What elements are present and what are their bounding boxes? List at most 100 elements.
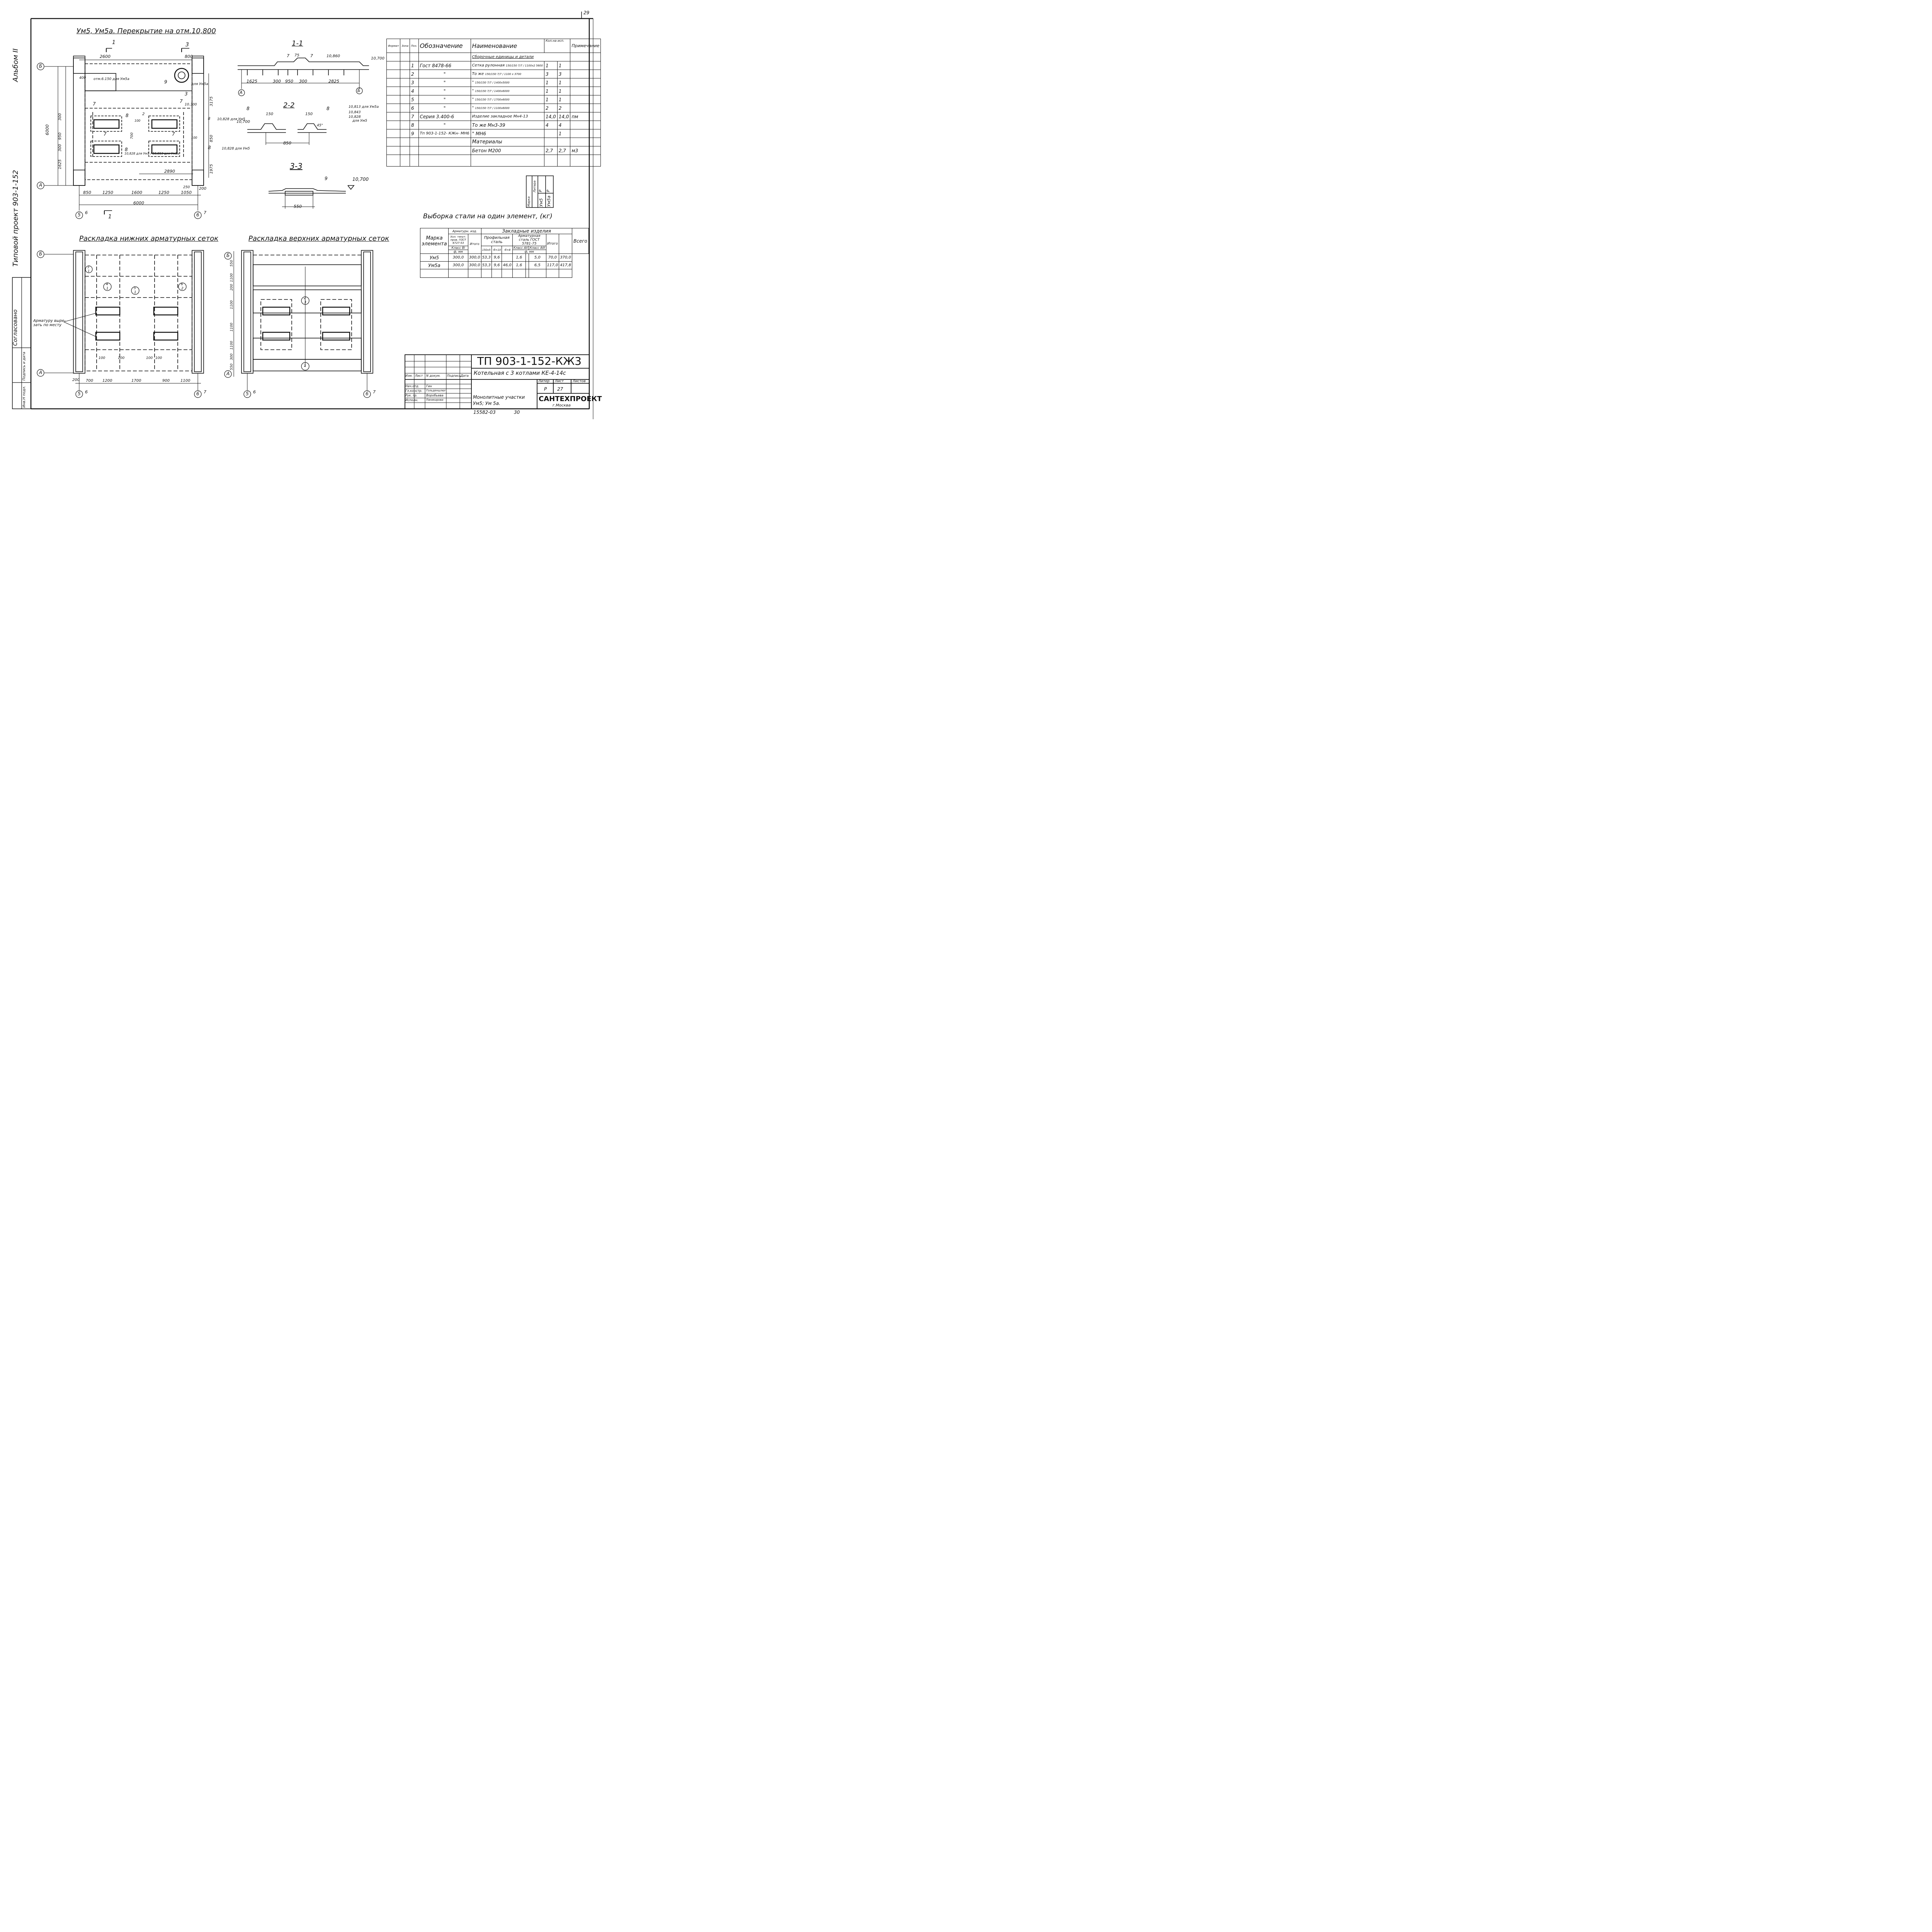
steel-head-total: Всего	[571, 228, 589, 254]
plan-axis-6: 6	[196, 212, 199, 218]
steel-table: Марка элемента Арматурн. изд. Закладные …	[420, 228, 589, 278]
um-bubble-2-sub: 3	[304, 301, 306, 304]
spec-head-format: Формат	[386, 39, 401, 53]
lower-mesh-title: Раскладка нижних арматурных сеток	[79, 235, 219, 243]
lm-bubble-5-sub: 1	[134, 291, 136, 294]
section33-title: 3-3	[290, 162, 303, 171]
um-axis-5: 5	[246, 391, 249, 396]
spec-head-name: Наименование	[470, 39, 544, 53]
plan-note-um5-low: 10,828 для Ум5 / 10,813 для Ум5а	[124, 152, 179, 155]
upper-mesh-drawing	[224, 250, 373, 398]
s33-label-10700: 10,700	[352, 177, 369, 182]
plan-mark-7b: 7	[180, 99, 183, 104]
plan-elev-10828a: 10,828 для Ум5	[217, 117, 245, 121]
steel-head-itogo1: Итого	[468, 234, 481, 254]
um-axis-6-sub: 7	[373, 389, 376, 395]
plan-drawing	[37, 48, 209, 219]
corner-sheet-number: 29	[583, 10, 590, 15]
s11-dim-2825: 2825	[328, 79, 339, 84]
plan-note-400: 400	[79, 76, 86, 80]
plan-dim-6000: 6000	[133, 201, 144, 206]
stamp-col-ndok: N докум.	[426, 374, 441, 378]
steel-head-itogo2: Итого	[546, 234, 560, 254]
plan-elev-10300: 10.300	[185, 103, 197, 107]
plan-mark-8c: 8	[208, 117, 211, 121]
s22-elev-10843: 10,843	[349, 111, 361, 114]
plan-note-dlya: для Ум5а	[191, 82, 208, 86]
plan-dim-1250b: 1250	[158, 190, 169, 195]
lm-dim-1200: 1200	[102, 379, 112, 383]
plan-axis-a: А	[39, 182, 43, 188]
plan-axis-6-sub: 7	[204, 210, 206, 215]
plan-cut-3-bottom: 3	[185, 91, 188, 97]
stamp-col-izm: Изм.	[405, 374, 413, 378]
stamp-project: Котельная с 3 котлами КЕ-4-14с	[474, 370, 566, 376]
plan-dim-100a: 100	[134, 119, 141, 122]
s33-label-9: 9	[325, 176, 328, 181]
um-bubble-1: 1	[304, 364, 306, 368]
steel-head-mark: Марка элемента	[420, 228, 449, 254]
um-bubble-2: 2	[304, 296, 306, 300]
s11-label-10860: 10,860	[327, 54, 340, 58]
lm-bubble-3-sub: 1	[88, 269, 90, 273]
plan-axis-b: Б	[39, 63, 43, 69]
lm-axis-b: Б	[39, 251, 43, 257]
s11-dim-300b: 300	[299, 79, 307, 84]
stamp-name-2: Воробьева	[426, 394, 444, 397]
lm-dim-100c: 100	[146, 356, 153, 360]
um-axis-6: 6	[366, 391, 369, 396]
section33-drawing	[268, 185, 355, 209]
stamp-litera: Р	[544, 386, 547, 392]
lm-bubble-6-sub: 2	[181, 287, 184, 291]
stamp-sheet-title: Монолитные участки Ум5; Ум 5а.	[473, 395, 525, 406]
plan-dim-100b: 100	[191, 136, 197, 139]
lm-axis-6: 6	[196, 391, 199, 396]
lm-bubble-4: 4	[106, 282, 108, 286]
plan-dim-800: 800	[185, 54, 193, 59]
s22-label-45: 45°	[317, 124, 323, 128]
plan-mark-2: 2	[142, 112, 145, 116]
s11-dim-300a: 300	[273, 79, 281, 84]
steel-title: Выборка стали на один элемент, (кг)	[423, 213, 553, 220]
lm-axis-6-sub: 7	[204, 389, 206, 395]
plan-cut-1-bottom: 1	[108, 214, 112, 220]
lm-dim-100d: 100	[155, 356, 162, 360]
stamp-name-1: Гольденшлюг	[426, 389, 446, 392]
plan-title: Ум5, Ум5а. Перекрытие на отм.10,800	[77, 27, 216, 35]
plan-mark-8b: 8	[125, 147, 128, 152]
stamp-name-3: Паникарова	[426, 398, 444, 401]
plan-mark-9: 9	[164, 79, 167, 85]
plan-note-otm: отм.6.150 для Ум5а	[94, 77, 129, 81]
stamp-code: ТП 903-1-152-КЖ3	[477, 355, 582, 367]
lm-bubble-6: 6	[181, 282, 183, 286]
s22-elev-10828: 10,828	[349, 115, 361, 119]
stamp-frame	[405, 354, 590, 409]
plan-mark-7a: 7	[93, 101, 96, 107]
s22-label-8a: 8	[247, 106, 250, 111]
um-axis-5-sub: 6	[253, 389, 256, 395]
s22-elev-10813: 10,813 для Ум5а	[349, 105, 379, 109]
stamp-city: г.Москва	[553, 403, 571, 408]
stamp-role-0: Нач.отд.	[405, 384, 419, 388]
section11-title: 1-1	[292, 39, 303, 48]
plan-elev-10828b: 10,828 для Ум5	[222, 147, 250, 151]
plan-mark-8d: 8	[208, 145, 211, 150]
plan-cut-1-top: 1	[112, 39, 116, 46]
stamp-bottom-left: 15582-03	[473, 410, 496, 415]
plan-dim-1600: 1600	[131, 190, 142, 195]
s11-label-10700: 10,700	[371, 56, 384, 61]
s22-dim-150a: 150	[266, 112, 274, 116]
lm-dim-1700: 1700	[131, 379, 141, 383]
plan-dim-1050: 1050	[181, 190, 192, 195]
spec-head-qty: Кол.на исп.	[544, 39, 571, 53]
section22-drawing	[247, 123, 327, 145]
s22-label-10700: 10,700	[236, 120, 250, 124]
s22-dim-150b: 150	[305, 112, 313, 116]
